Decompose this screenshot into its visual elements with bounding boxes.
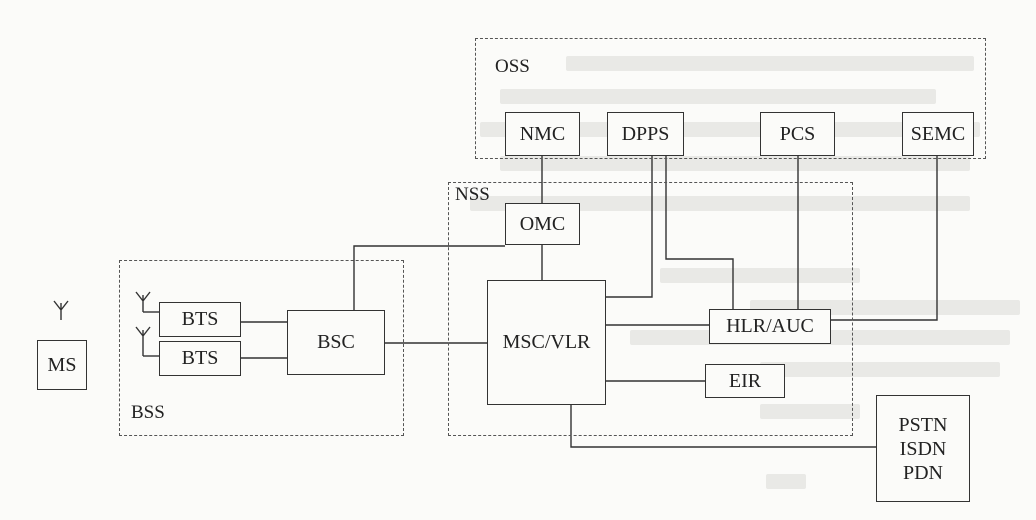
omc-box: OMC	[505, 203, 580, 245]
dpps-to-hlr-line	[665, 156, 734, 309]
msc-vlr-box: MSC/VLR	[487, 280, 606, 405]
bsc-box: BSC	[287, 310, 385, 375]
bsc-to-omc-line	[353, 245, 505, 310]
eir-box: EIR	[705, 364, 785, 398]
pcs-box: PCS	[760, 112, 835, 156]
pdn-label: PDN	[902, 461, 943, 484]
oss-label: OSS	[495, 56, 530, 77]
msc-to-pstn-line	[570, 405, 876, 448]
hlr-auc-box: HLR/AUC	[709, 309, 831, 344]
semc-box: SEMC	[902, 112, 974, 156]
dpps-to-msc-line	[606, 156, 653, 298]
bts-upper-antenna-icon	[135, 291, 151, 312]
pstn-label: PSTN	[898, 413, 948, 436]
nmc-box: NMC	[505, 112, 580, 156]
nss-group	[448, 182, 853, 436]
nss-label: NSS	[455, 184, 490, 205]
semc-to-hlr-line	[831, 156, 938, 321]
bts-lower-antenna-icon	[135, 326, 151, 356]
isdn-label: ISDN	[899, 437, 947, 460]
pstn-isdn-pdn-box: PSTN ISDN PDN	[876, 395, 970, 502]
dpps-box: DPPS	[607, 112, 684, 156]
bts-upper-box: BTS	[159, 302, 241, 337]
ms-antenna-icon	[53, 300, 69, 320]
bss-group	[119, 260, 404, 436]
bts-lower-box: BTS	[159, 341, 241, 376]
ms-box: MS	[37, 340, 87, 390]
bss-label: BSS	[131, 402, 165, 423]
oss-group	[475, 38, 986, 159]
